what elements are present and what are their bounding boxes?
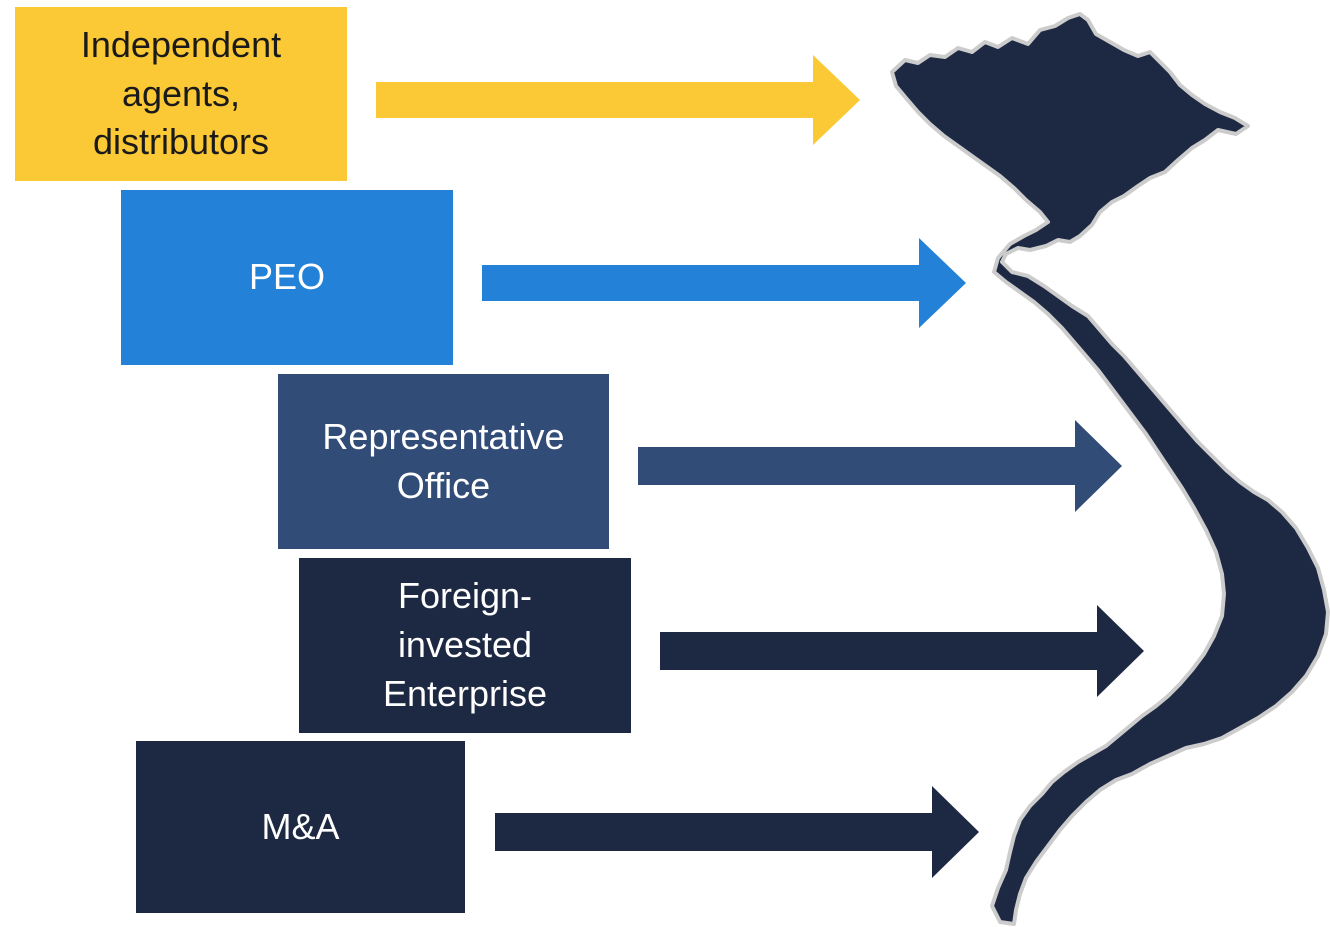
arrow-shape — [638, 420, 1122, 512]
arrow-right-icon — [495, 786, 979, 878]
entry-mode-m-and-a: M&A — [136, 741, 465, 913]
vietnam-map-shape — [890, 12, 1330, 926]
arrow-right-icon — [376, 55, 860, 145]
entry-mode-independent-agents: Independent agents, distributors — [15, 7, 347, 181]
entry-mode-label: Independent agents, distributors — [80, 23, 282, 163]
arrow-right-icon — [638, 420, 1122, 512]
arrow-shape — [482, 238, 966, 328]
entry-mode-label: Foreign- invested Enterprise — [382, 575, 548, 714]
entry-mode-foreign-invested-enterprise: Foreign- invested Enterprise — [299, 558, 631, 733]
arrow-right-icon — [482, 238, 966, 328]
entry-mode-representative-office: Representative Office — [278, 374, 609, 549]
entry-mode-label: Representative Office — [322, 415, 565, 506]
arrow-shape — [495, 786, 979, 878]
arrow-shape — [376, 55, 860, 145]
arrow-shape — [660, 605, 1144, 697]
entry-mode-peo: PEO — [121, 190, 453, 365]
entry-mode-label: PEO — [248, 256, 326, 298]
arrow-right-icon — [660, 605, 1144, 697]
entry-mode-label: M&A — [261, 805, 340, 847]
